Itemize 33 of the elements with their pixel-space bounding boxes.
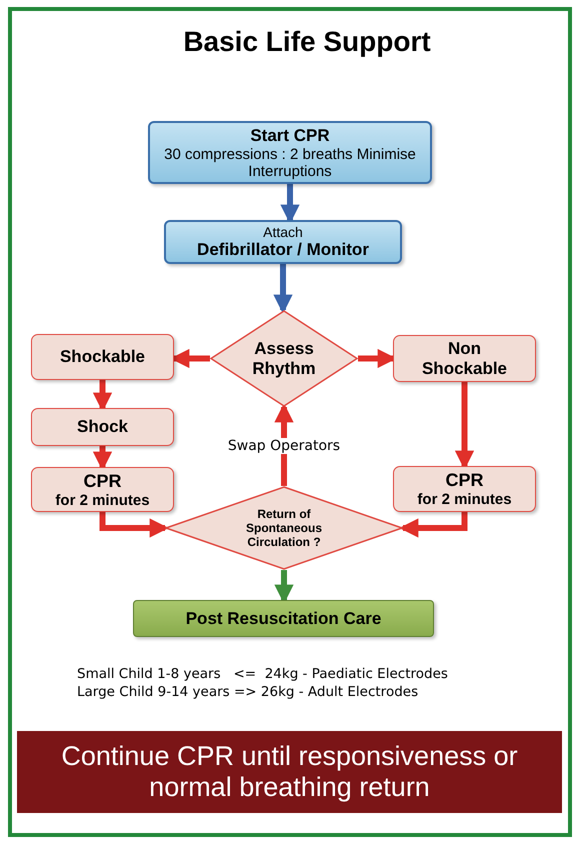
arrow — [273, 264, 293, 314]
decision-diamond — [210, 310, 358, 407]
node-text: Shock — [76, 417, 128, 437]
node-text: Non Shockable — [420, 338, 508, 378]
node-text: CPR — [83, 470, 122, 492]
process-box — [393, 335, 536, 382]
node-subtext: Defibrillator / Monitor — [197, 240, 369, 260]
process-box — [133, 600, 434, 637]
node-text: Assess Rhythm — [251, 338, 317, 378]
decision-diamond — [165, 486, 403, 570]
node-text: Shockable — [60, 347, 146, 367]
node-text: CPR — [445, 470, 484, 491]
arrow — [100, 512, 169, 538]
node-text: Attach — [263, 224, 303, 240]
node-text: Start CPR — [250, 126, 330, 146]
node-subtext: for 2 minutes — [55, 492, 150, 508]
title: Basic Life Support — [182, 26, 432, 58]
arrow — [399, 512, 468, 538]
arrow — [274, 403, 294, 486]
node-subtext: 30 compressions : 2 breaths Minimise Interruptions — [163, 146, 417, 180]
process-box — [31, 467, 174, 512]
node-subtext: for 2 minutes — [417, 491, 512, 508]
process-box — [148, 121, 432, 184]
process-box — [393, 466, 536, 512]
node-text: Continue CPR until responsiveness or normal breathing return — [60, 741, 519, 803]
banner — [17, 731, 562, 813]
process-box — [31, 334, 174, 380]
node-text: Return of Spontaneous Circulation ? — [244, 507, 323, 549]
note-text: Large Child 9-14 years => 26kg - Adult Electrodes — [77, 684, 418, 700]
node-text: Post Resuscitation Care — [186, 608, 382, 628]
process-box — [164, 220, 402, 264]
process-box — [31, 408, 174, 446]
note-text: Small Child 1-8 years <= 24kg - Paediatic Electrodes — [77, 666, 448, 682]
